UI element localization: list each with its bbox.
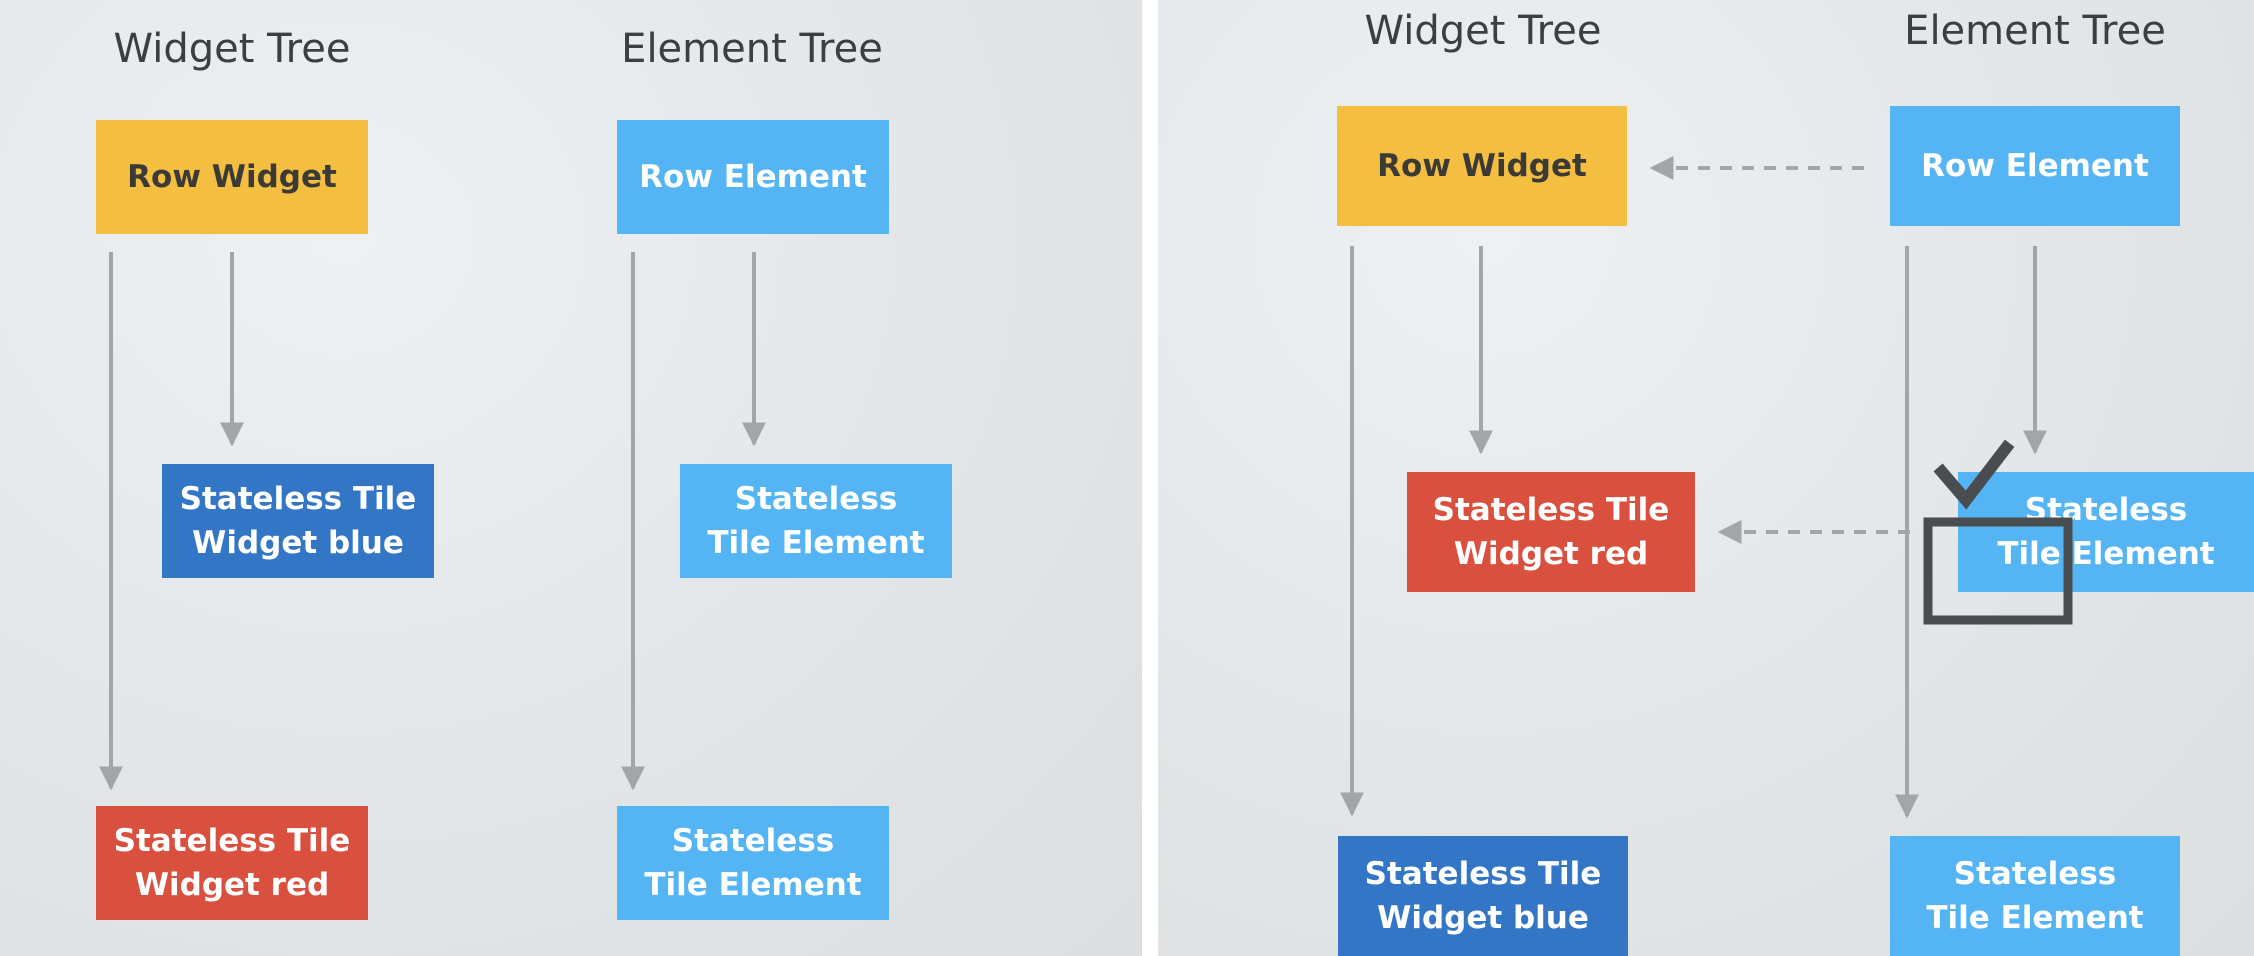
left-element-child2-line1: Stateless	[671, 823, 835, 859]
right-element-child2-box: Stateless Tile Element	[1890, 836, 2180, 956]
right-arrows	[1340, 156, 2047, 819]
right-widget-red-line2: Widget red	[1453, 536, 1649, 572]
left-element-child1-box: Stateless Tile Element	[680, 464, 952, 578]
right-widget-red-box: Stateless Tile Widget red	[1407, 472, 1695, 592]
right-element-tree-title: Element Tree	[1904, 8, 2166, 54]
left-arrows	[99, 252, 766, 791]
selection-box-icon	[1923, 517, 2073, 625]
right-widget-red-line1: Stateless Tile	[1432, 492, 1670, 528]
right-row-element-box: Row Element	[1890, 106, 2180, 226]
panel-divider	[1142, 0, 1158, 956]
right-element-child2-line1: Stateless	[1953, 856, 2117, 892]
left-diagram-panel: Widget Tree Element Tree Row Widget Row …	[0, 0, 1142, 956]
left-element-tree-title: Element Tree	[621, 26, 883, 72]
right-widget-tree-title: Widget Tree	[1364, 8, 1602, 54]
right-element-child1-line2: Tile Element	[1997, 536, 2215, 572]
right-element-child2-line2: Tile Element	[1926, 900, 2144, 936]
left-widget-blue-line1: Stateless Tile	[179, 481, 417, 517]
left-element-child1-line1: Stateless	[734, 481, 898, 517]
right-diagram-panel: Widget Tree Element Tree Row Widget Row …	[1158, 0, 2254, 956]
left-row-widget-label: Row Widget	[127, 159, 337, 195]
right-widget-blue-box: Stateless Tile Widget blue	[1338, 836, 1628, 956]
right-row-widget-label: Row Widget	[1377, 148, 1587, 184]
right-widget-blue-line2: Widget blue	[1377, 900, 1589, 936]
right-row-widget-box: Row Widget	[1337, 106, 1627, 226]
check-mark-icon	[1933, 439, 2015, 510]
left-widget-blue-box: Stateless Tile Widget blue	[162, 464, 434, 578]
left-row-widget-box: Row Widget	[96, 120, 368, 234]
left-widget-tree-title: Widget Tree	[113, 26, 351, 72]
left-widget-red-line1: Stateless Tile	[113, 823, 351, 859]
left-element-child2-box: Stateless Tile Element	[617, 806, 889, 920]
left-row-element-box: Row Element	[617, 120, 889, 234]
right-widget-blue-line1: Stateless Tile	[1364, 856, 1602, 892]
left-element-child2-line2: Tile Element	[644, 867, 862, 903]
check-overlay	[1923, 439, 2073, 625]
right-element-child1-box: Stateless Tile Element	[1958, 472, 2254, 592]
left-widget-red-line2: Widget red	[134, 867, 330, 903]
left-widget-blue-line2: Widget blue	[192, 525, 404, 561]
left-widget-red-box: Stateless Tile Widget red	[96, 806, 368, 920]
left-row-element-label: Row Element	[639, 159, 867, 195]
left-element-child1-line2: Tile Element	[707, 525, 925, 561]
right-row-element-label: Row Element	[1921, 148, 2149, 184]
